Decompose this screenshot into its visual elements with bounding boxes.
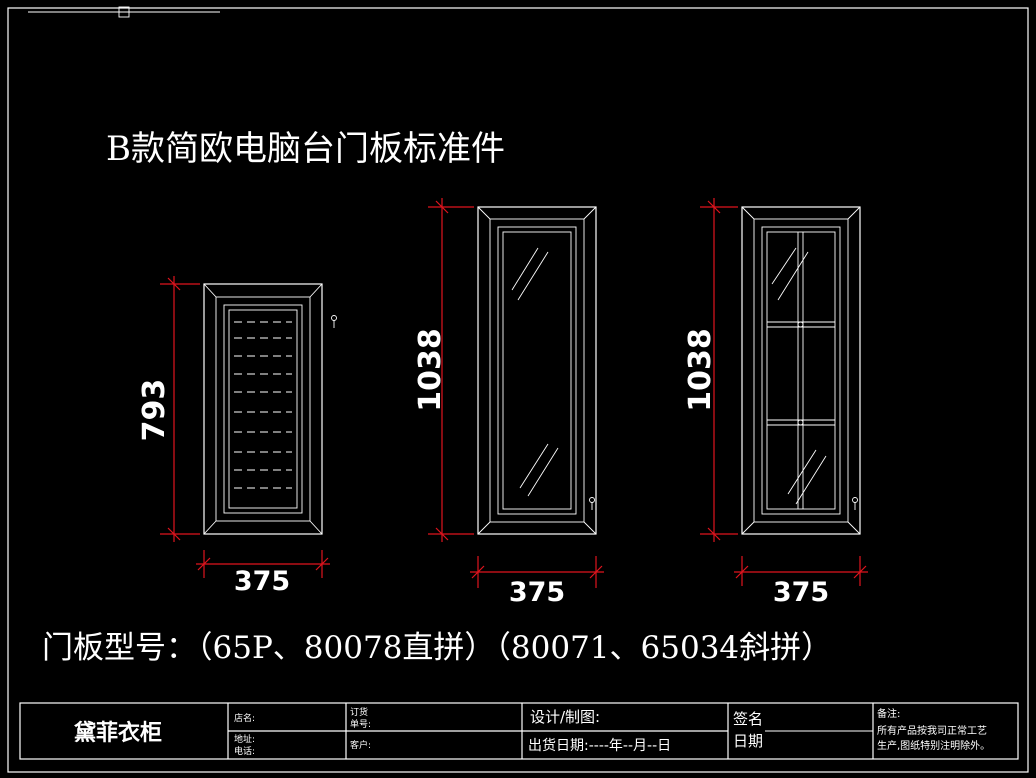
door1-width-label: 375 <box>234 566 290 597</box>
order-label-line2: 单号: <box>350 718 371 730</box>
glass-muntin-grid <box>767 232 835 509</box>
door-panel-glass[interactable] <box>477 206 597 535</box>
address-label: 地址: <box>234 733 255 745</box>
sign-label: 签名 <box>733 710 763 728</box>
drawing-title: B款简欧电脑台门板标准件 <box>106 129 505 169</box>
door2-height-dimension <box>428 198 474 542</box>
notes-line2: 生产,图纸特别注明除外。 <box>877 739 990 752</box>
company-name: 黛菲衣柜 <box>74 720 162 746</box>
door2-height-label: 1038 <box>413 328 448 412</box>
date-label: 日期 <box>733 732 763 750</box>
store-label: 店名: <box>234 712 255 724</box>
glass-reflection-marks <box>771 247 827 505</box>
door3-height-label: 1038 <box>683 328 718 412</box>
crosshair-icon <box>118 6 130 18</box>
door-handle-icon <box>331 315 337 328</box>
notes-label: 备注: <box>877 707 900 720</box>
door2-width-label: 375 <box>509 577 565 608</box>
order-label-line1: 订货 <box>350 706 368 718</box>
door1-height-label: 793 <box>137 379 172 442</box>
door1-height-dimension <box>160 276 200 542</box>
door3-height-dimension <box>700 198 738 542</box>
door-handle-icon <box>852 497 858 510</box>
door-panel-louver[interactable] <box>203 283 337 535</box>
notes-line1: 所有产品按我司正常工艺 <box>877 724 987 737</box>
drawing-border <box>7 7 1029 773</box>
door3-width-dimension <box>734 556 868 586</box>
door3-width-label: 375 <box>773 577 829 608</box>
title-block <box>19 702 1019 760</box>
louver-slats <box>234 321 292 489</box>
door2-width-dimension <box>470 556 604 588</box>
door-handle-icon <box>589 497 595 510</box>
glass-reflection-marks <box>511 247 559 497</box>
model-numbers-line: 门板型号：（65P、80078直拼）（80071、65034斜拼） <box>42 630 832 666</box>
door-panel-glass-grid[interactable] <box>741 206 861 535</box>
customer-label: 客户: <box>350 739 371 751</box>
phone-label: 电话: <box>234 745 255 757</box>
design-label: 设计/制图: <box>530 708 600 726</box>
door1-width-dimension <box>196 550 330 578</box>
ship-date-label: 出货日期:----年--月--日 <box>528 737 671 754</box>
